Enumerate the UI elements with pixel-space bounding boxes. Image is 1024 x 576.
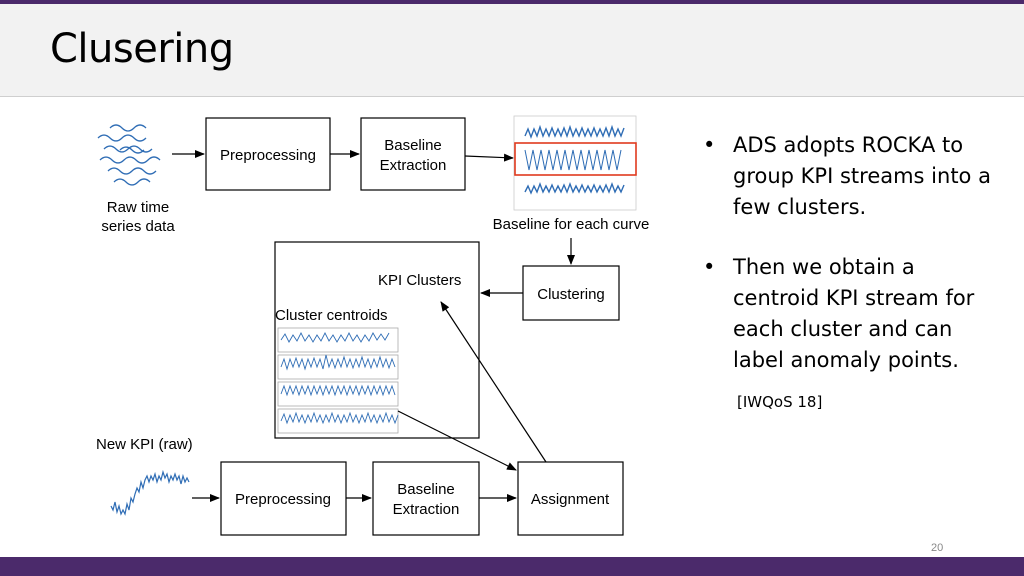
raw-label-line1: Raw time bbox=[107, 199, 170, 216]
arrow-baseline-to-curves bbox=[464, 153, 514, 162]
arrow-centroids-to-assignment bbox=[397, 410, 517, 471]
assignment-label: Assignment bbox=[531, 491, 610, 508]
curve-bottom bbox=[524, 182, 625, 195]
baseline-bottom-box bbox=[372, 461, 480, 536]
centroid-2 bbox=[277, 354, 399, 380]
baseline-top-box bbox=[360, 117, 466, 191]
baseline-bottom-label-line1: Baseline bbox=[397, 481, 455, 498]
centroid-thumbnails bbox=[277, 327, 399, 434]
bullet-item-2: • Then we obtain a centroid KPI stream f… bbox=[703, 252, 1003, 376]
citation: [IWQoS 18] bbox=[737, 393, 823, 411]
baseline-top-label-line1: Baseline bbox=[384, 137, 442, 154]
kpi-clusters-label: KPI Clusters bbox=[378, 272, 461, 289]
preprocessing-top-label: Preprocessing bbox=[220, 147, 316, 164]
arrow-assignment-to-clusters bbox=[440, 301, 547, 463]
bullet-list: • ADS adopts ROCKA to group KPI streams … bbox=[703, 130, 1003, 405]
title-band: Clusering bbox=[0, 4, 1024, 97]
bottom-accent-bar bbox=[0, 557, 1024, 576]
preprocessing-bottom-box bbox=[220, 461, 347, 536]
curve-middle bbox=[524, 149, 622, 171]
bullet-text-1: ADS adopts ROCKA to group KPI streams in… bbox=[733, 133, 991, 219]
centroid-3 bbox=[277, 381, 399, 407]
baseline-bottom-label-line2: Extraction bbox=[393, 501, 460, 518]
new-kpi-series bbox=[110, 469, 190, 516]
cluster-centroids-label: Cluster centroids bbox=[275, 307, 388, 324]
page-number: 20 bbox=[931, 542, 944, 554]
bullet-text-2: Then we obtain a centroid KPI stream for… bbox=[733, 255, 975, 372]
top-accent-bar bbox=[0, 0, 1024, 4]
preprocessing-top-box bbox=[205, 117, 331, 191]
clustering-box bbox=[522, 265, 620, 321]
new-kpi-label: New KPI (raw) bbox=[96, 436, 193, 453]
bullet-dot-icon: • bbox=[703, 255, 716, 279]
highlight-frame bbox=[514, 142, 637, 176]
baseline-caption: Baseline for each curve bbox=[493, 216, 650, 233]
baseline-curves-thumbnail bbox=[513, 115, 637, 211]
preprocessing-bottom-label: Preprocessing bbox=[235, 491, 331, 508]
centroid-4 bbox=[277, 408, 399, 434]
assignment-box bbox=[517, 461, 624, 536]
clustering-label: Clustering bbox=[537, 286, 605, 303]
raw-label-line2: series data bbox=[101, 218, 175, 235]
curve-top bbox=[524, 124, 625, 139]
bullet-item-1: • ADS adopts ROCKA to group KPI streams … bbox=[703, 130, 1003, 223]
bullet-dot-icon: • bbox=[703, 133, 716, 157]
centroid-1 bbox=[277, 327, 399, 353]
slide-title: Clusering bbox=[50, 26, 234, 72]
raw-series-icon bbox=[97, 124, 161, 186]
baseline-top-label-line2: Extraction bbox=[380, 157, 447, 174]
